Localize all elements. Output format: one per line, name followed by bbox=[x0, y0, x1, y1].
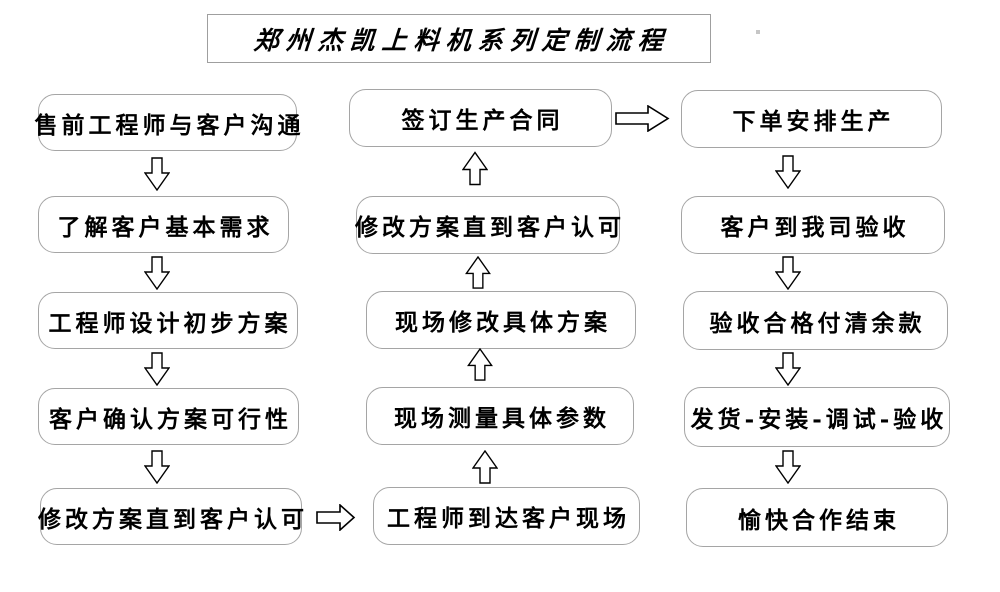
flow-step-left-2: 了解客户基本需求 bbox=[38, 196, 289, 253]
flow-step-right-4: 发货-安装-调试-验收 bbox=[684, 387, 950, 447]
flow-step-middle-4: 现场测量具体参数 bbox=[366, 387, 634, 445]
arrow-up-icon bbox=[462, 151, 488, 186]
step-label: 售前工程师与客户沟通 bbox=[34, 111, 305, 139]
step-label: 验收合格付清余款 bbox=[709, 309, 926, 337]
step-label: 客户到我司验收 bbox=[720, 214, 910, 241]
flow-step-middle-5: 工程师到达客户现场 bbox=[373, 487, 640, 545]
arrow-down-icon bbox=[775, 450, 801, 484]
page-title: 郑州杰凯上料机系列定制流程 bbox=[253, 25, 672, 55]
flow-step-left-3: 工程师设计初步方案 bbox=[38, 292, 298, 349]
flow-step-middle-3: 现场修改具体方案 bbox=[366, 291, 636, 349]
arrow-down-icon bbox=[144, 157, 170, 191]
step-label: 了解客户基本需求 bbox=[57, 213, 274, 241]
stray-dot bbox=[756, 30, 760, 34]
arrow-down-icon bbox=[775, 256, 801, 290]
flow-step-left-1: 售前工程师与客户沟通 bbox=[35, 94, 301, 151]
flow-step-right-5: 愉快合作结束 bbox=[686, 488, 948, 547]
arrow-up-icon bbox=[467, 348, 493, 381]
step-label: 愉快合作结束 bbox=[738, 506, 900, 534]
step-label: 现场测量具体参数 bbox=[394, 405, 610, 432]
arrow-down-icon bbox=[775, 352, 801, 386]
arrow-down-icon bbox=[144, 256, 170, 290]
flow-step-left-5: 修改方案直到客户认可 bbox=[38, 488, 304, 545]
arrow-up-icon bbox=[465, 256, 491, 289]
flow-step-left-4: 客户确认方案可行性 bbox=[38, 388, 299, 445]
arrow-right-icon bbox=[615, 105, 670, 132]
step-label: 工程师设计初步方案 bbox=[48, 309, 292, 337]
step-label: 修改方案直到客户认可 bbox=[38, 505, 308, 533]
flow-step-middle-2: 修改方案直到客户认可 bbox=[355, 196, 621, 254]
step-label: 修改方案直到客户认可 bbox=[355, 214, 625, 241]
step-label: 客户确认方案可行性 bbox=[49, 405, 292, 433]
flow-step-middle-1: 签订生产合同 bbox=[349, 89, 612, 147]
step-label: 签订生产合同 bbox=[401, 107, 564, 134]
flow-step-right-2: 客户到我司验收 bbox=[681, 196, 945, 254]
arrow-down-icon bbox=[775, 155, 801, 189]
step-label: 发货-安装-调试-验收 bbox=[690, 406, 948, 433]
flow-step-right-3: 验收合格付清余款 bbox=[683, 291, 948, 350]
step-label: 现场修改具体方案 bbox=[395, 309, 611, 336]
arrow-up-icon bbox=[472, 450, 498, 484]
flow-step-right-1: 下单安排生产 bbox=[681, 90, 942, 148]
title-box: 郑州杰凯上料机系列定制流程 bbox=[207, 14, 711, 63]
arrow-right-icon bbox=[316, 504, 356, 531]
arrow-down-icon bbox=[144, 352, 170, 386]
arrow-down-icon bbox=[144, 450, 170, 484]
step-label: 下单安排生产 bbox=[732, 108, 895, 135]
step-label: 工程师到达客户现场 bbox=[387, 505, 630, 532]
